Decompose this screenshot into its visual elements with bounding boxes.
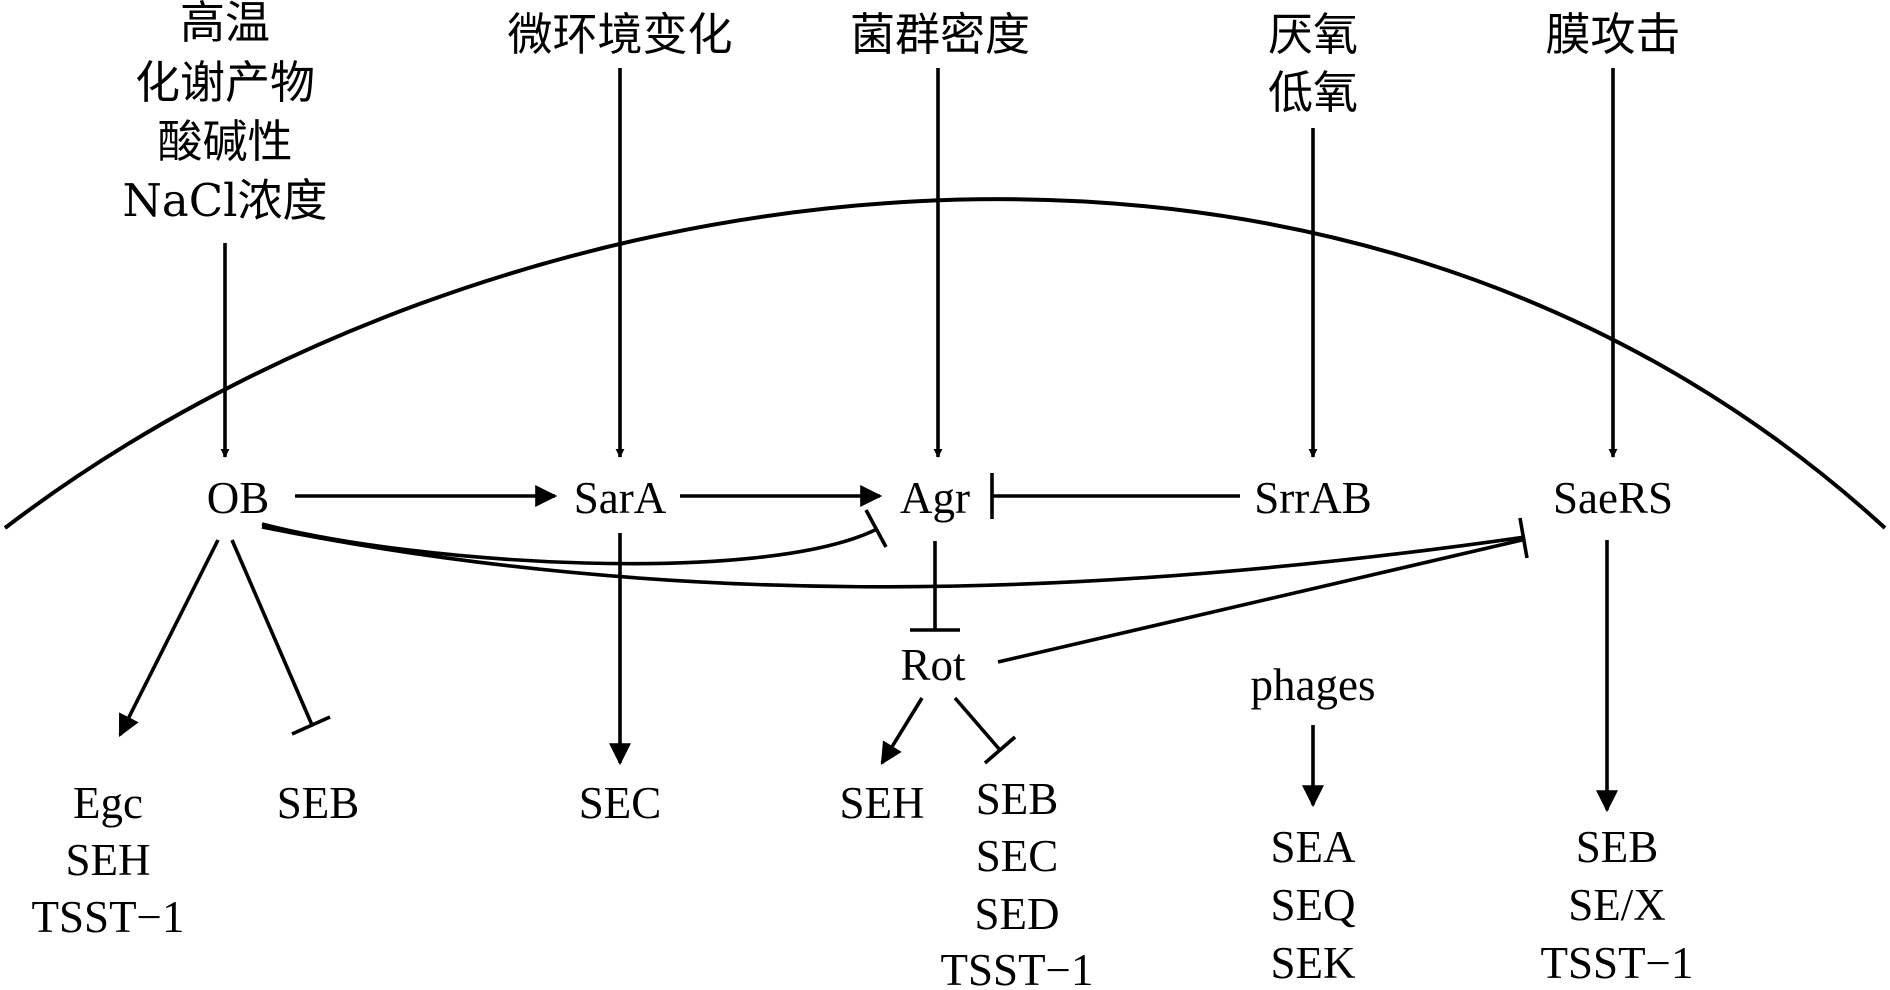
stimulus-membrane-attack: 膜攻击	[1545, 8, 1680, 61]
arrow-rot-to-seh	[880, 697, 924, 765]
stimulus-high-temperature: 高温	[180, 0, 270, 49]
stimulus-microenvironment: 微环境变化	[507, 8, 732, 61]
line-rot-to-saers-inhibition	[997, 538, 1523, 664]
output-tsst1: TSST−1	[1541, 938, 1694, 988]
node-sara: SarA	[574, 473, 667, 523]
output-sed: SED	[974, 889, 1059, 939]
output-seb: SEB	[1576, 822, 1659, 872]
output-sea: SEA	[1270, 822, 1356, 872]
stimulus-ob: 高温 化谢产物 酸碱性 NaCl浓度	[122, 0, 327, 227]
output-egc: Egc	[73, 778, 143, 828]
output-sex: SE/X	[1568, 880, 1666, 930]
inhibit-ob-to-seb	[230, 539, 331, 736]
output-seh: SEH	[65, 835, 150, 885]
output-rot-seh: SEH	[839, 778, 924, 828]
output-sara-sec: SEC	[579, 778, 662, 828]
stimulus-srrab: 厌氧 低氧	[1268, 8, 1358, 119]
stimulus-ph: 酸碱性	[157, 115, 292, 168]
output-tsst1: TSST−1	[941, 945, 1094, 990]
stimulus-nacl: NaCl浓度	[122, 174, 327, 227]
stimulus-hypoxia: 低氧	[1268, 66, 1358, 119]
stimulus-anaerobic: 厌氧	[1268, 8, 1358, 61]
node-ob: OB	[207, 473, 270, 523]
node-saers: SaeRS	[1553, 473, 1673, 523]
arrow-ob-to-egc-group	[118, 539, 220, 737]
node-srrab: SrrAB	[1254, 473, 1372, 523]
output-tsst1: TSST−1	[32, 892, 185, 942]
inhibit-agr-to-rot	[910, 541, 960, 632]
stimulus-population-density: 菌群密度	[850, 8, 1030, 61]
inhibit-ob-to-saers	[261, 517, 1529, 589]
stimulus-metabolites: 化谢产物	[135, 56, 315, 109]
output-seq: SEQ	[1270, 880, 1355, 930]
output-seb: SEB	[976, 774, 1059, 824]
node-agr: Agr	[900, 473, 970, 523]
output-saers-activated: SEB SE/X TSST−1	[1541, 822, 1694, 988]
output-sec: SEC	[976, 831, 1059, 881]
node-phages: phages	[1251, 660, 1376, 710]
inhibit-rot-to-seb-group	[953, 696, 1017, 765]
node-rot: Rot	[900, 640, 966, 690]
output-phages-activated: SEA SEQ SEK	[1270, 822, 1356, 988]
output-ob-activated: Egc SEH TSST−1	[32, 778, 185, 942]
output-rot-inhibited: SEB SEC SED TSST−1	[941, 774, 1094, 990]
output-sek: SEK	[1270, 938, 1356, 988]
output-ob-seb: SEB	[277, 778, 360, 828]
inhibit-srrab-to-agr	[990, 473, 1240, 519]
